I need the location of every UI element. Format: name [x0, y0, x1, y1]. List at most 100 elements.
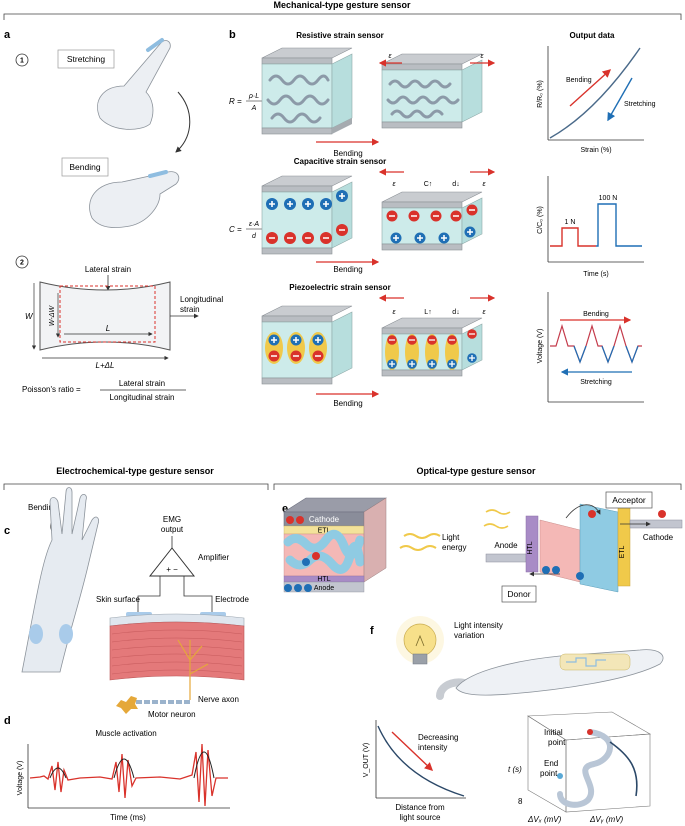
amplifier-signs: + − — [166, 565, 178, 574]
nerve-branches — [177, 639, 209, 700]
plot1-stretching-label: Stretching — [624, 101, 656, 108]
end-point-marker — [557, 773, 563, 779]
muscle-fibers — [111, 629, 243, 675]
strain-sensor-on-finger — [146, 38, 164, 52]
anode-bar — [485, 553, 527, 563]
finger-illustration — [455, 649, 664, 696]
capacitance-step-100N — [596, 203, 642, 247]
epsilon-cap-right: ε — [482, 181, 486, 188]
etl-label: ETL — [318, 528, 331, 535]
charge-carriers-diagram — [542, 510, 666, 580]
acceptor-band — [579, 503, 619, 593]
bending-label-box — [61, 157, 109, 177]
emg-electrode-2 — [59, 624, 73, 644]
section-bracket-top — [3, 13, 682, 20]
light-bulb-glow — [396, 616, 444, 664]
d-decrease-label-piezo: d↓ — [452, 309, 459, 316]
plot1-ylabel: R/R₀ (%) — [537, 80, 544, 108]
cathode-label: Cathode — [309, 515, 340, 524]
plot1-bending-label: Bending — [566, 77, 592, 84]
piezo-device-stretched — [381, 317, 483, 377]
output-plot-voltage: Bending Stretching Voltage (V) — [537, 292, 644, 403]
step-1-number: 1 — [20, 58, 24, 65]
panel-label-e: e — [282, 503, 288, 515]
plot2-1N-label: 1 N — [565, 219, 576, 226]
R-formula-den: A — [251, 105, 257, 112]
decreasing-arrow — [391, 731, 434, 771]
poisson-denominator: Longitudinal strain — [110, 393, 175, 402]
section-mechanical-title: Mechanical-type gesture sensor — [273, 0, 411, 10]
epsilon-piezo-left: ε — [392, 309, 396, 316]
epsilon-piezo-right: ε — [482, 309, 486, 316]
electrode-label: Electrode — [215, 595, 249, 604]
acceptor-label: Acceptor — [612, 495, 646, 505]
hand-bending-illustration — [89, 171, 180, 228]
C-increase-label: C↑ — [424, 181, 433, 188]
panel-d: Muscle activation Voltage (V) Time (ms) — [17, 729, 230, 822]
lateral-strain-label: Lateral strain — [85, 265, 131, 274]
curved-motion-arrow — [175, 91, 191, 153]
plot3-ylabel: Voltage (V) — [537, 329, 544, 364]
panel-c: Bending EMG output + − Amplifier Skin su… — [21, 487, 249, 719]
light-bulb-filament — [415, 634, 425, 647]
step-1-circle — [15, 53, 29, 67]
L-plus-label: L+ΔL — [96, 361, 115, 370]
step-2-number: 2 — [20, 260, 24, 267]
C-formula-num: ε·A — [249, 221, 259, 228]
panel-label-f: f — [370, 625, 374, 637]
section-bracket-right — [273, 483, 682, 490]
emg-envelope-1 — [49, 767, 67, 779]
etl-right-label: ETL — [619, 545, 626, 558]
panel-label-d: d — [4, 715, 11, 727]
emg-envelope-2 — [113, 758, 135, 779]
t-axis-label: t (s) — [508, 765, 522, 774]
light-wave-2 — [399, 545, 437, 551]
trajectory-projection — [609, 741, 638, 797]
C-formula-lhs: C = — [229, 225, 242, 234]
end-label-1: End — [544, 759, 558, 768]
light-wave-diagram — [483, 509, 511, 529]
donor-box — [501, 585, 537, 603]
R-formula-num: ρ·L — [248, 93, 259, 100]
section-electrochemical-title: Electrochemical-type gesture sensor — [56, 466, 214, 476]
motor-neuron-body — [116, 696, 138, 714]
poisson-label: Poisson's ratio = — [22, 385, 81, 394]
panel-e: Cathode ETL HTL Anode Light energy Anode… — [282, 491, 683, 603]
epsilon-res-left: ε — [388, 53, 392, 60]
step-2-circle — [15, 255, 29, 269]
vout-xlabel-1: Distance from — [395, 803, 445, 812]
htl-label: HTL — [317, 576, 330, 583]
capacitance-step-1N — [550, 227, 596, 247]
trajectory-path — [557, 729, 613, 808]
anode-label: Anode — [314, 585, 334, 592]
anode-layer — [283, 581, 365, 593]
output-title: Output data — [570, 31, 615, 40]
poisson-numerator: Lateral strain — [119, 379, 165, 388]
panel-label-c: c — [4, 525, 10, 537]
panel-a: 1 Stretching Bending 2 Lateral strain W … — [15, 38, 223, 402]
decreasing-label-1: Decreasing — [418, 733, 458, 742]
initial-point-marker — [587, 729, 593, 735]
stretching-trend-arrow — [607, 77, 633, 122]
plot3-stretching-label: Stretching — [580, 379, 612, 386]
intensity-label-2: variation — [454, 631, 484, 640]
longitudinal-strain-label-2: strain — [180, 305, 200, 314]
emg-envelope-3 — [193, 751, 215, 779]
capacitive-device-stretched — [381, 191, 483, 251]
plot1-xlabel: Strain (%) — [580, 147, 611, 154]
resistance-curve — [549, 47, 641, 139]
electron-transfer-arrow — [565, 504, 601, 519]
bending-trend-arrow — [569, 69, 612, 107]
htl-right-label: HTL — [527, 541, 534, 554]
voltage-waveform — [550, 323, 642, 364]
charge-carriers-e — [284, 516, 320, 592]
arm-illustration — [21, 487, 99, 673]
light-energy-label-2: energy — [442, 543, 466, 552]
capacitive-title: Capacitive strain sensor — [294, 157, 386, 166]
decreasing-label-2: intensity — [418, 743, 447, 752]
d-decrease-label: d↓ — [452, 181, 459, 188]
L-label: L — [106, 324, 110, 333]
hand-stretching-illustration — [97, 40, 171, 130]
vout-xlabel-2: light source — [400, 813, 441, 822]
vout-curve — [377, 725, 465, 797]
